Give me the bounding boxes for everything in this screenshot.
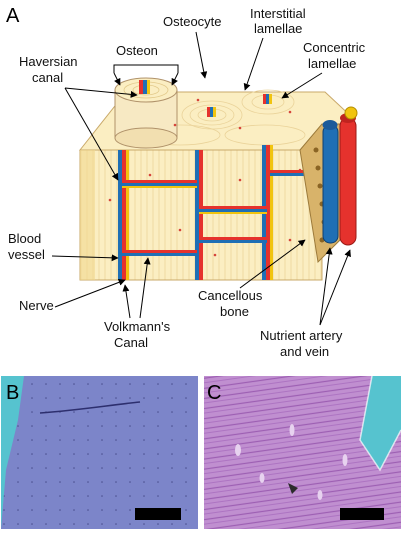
micrograph-c-cyan-gap [360,376,401,470]
micrograph-b-crack [39,401,141,414]
label-blood-1: Blood [8,231,41,246]
panel-a: A [6,5,366,359]
label-haversian-1: Haversian [19,54,78,69]
scale-bar-c [340,508,384,520]
label-volkmann-1: Volkmann's [104,319,171,334]
label-concentric-2: lamellae [308,56,356,71]
label-concentric-1: Concentric [303,40,366,55]
osteon-cylinder [114,77,178,149]
label-cancellous-1: Cancellous [198,288,263,303]
haversian-canal-top-3 [263,94,272,104]
panel-b-label: B [6,382,19,404]
osteon-bracket [113,64,179,73]
panel-c: C [204,375,402,529]
label-interstitial-1: Interstitial [250,6,306,21]
scale-bar-b [135,508,181,520]
micrograph-c-lacunae [235,424,348,500]
leader-lines [51,31,351,326]
label-blood-2: vessel [8,247,45,262]
volkmann-canals [122,170,315,256]
micrograph-b-cyan-edge [1,376,24,529]
haversian-canal-top-2 [207,107,216,117]
micrograph-b [1,376,198,529]
nutrient-vessels [322,106,358,246]
panel-b: B [1,376,198,529]
label-nutrient-2: and vein [280,344,329,359]
label-interstitial-2: lamellae [254,21,302,36]
label-osteon: Osteon [116,43,158,58]
label-nutrient-1: Nutrient artery [260,328,343,343]
label-nerve: Nerve [19,298,54,313]
label-osteocyte: Osteocyte [163,14,222,29]
bone-left-face [80,150,95,280]
panel-c-label: C [207,382,221,404]
label-haversian-2: canal [32,70,63,85]
micrograph-c-gap-edge [359,375,402,472]
label-volkmann-2: Canal [114,335,148,350]
label-cancellous-2: bone [220,304,249,319]
panel-a-label: A [6,5,20,27]
micrograph-c-debris [288,483,298,494]
